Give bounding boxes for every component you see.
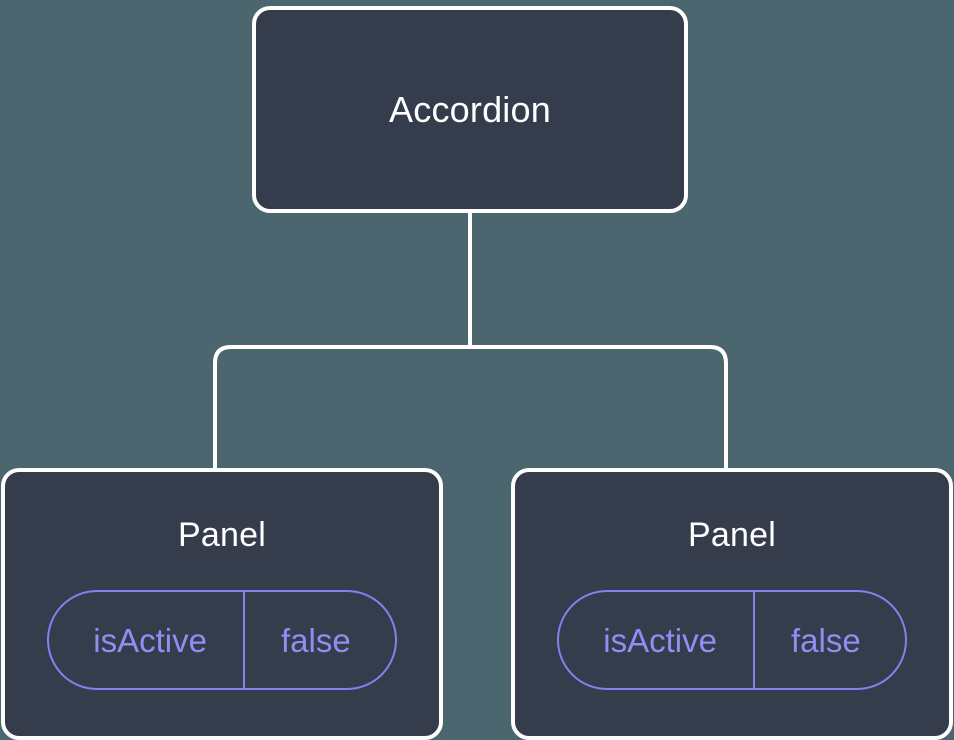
node-panel-1-label: Panel bbox=[178, 516, 266, 554]
node-panel-2-label: Panel bbox=[688, 516, 776, 554]
node-accordion-label: Accordion bbox=[389, 88, 551, 130]
node-panel-2[interactable]: Panel isActive false bbox=[511, 468, 953, 740]
edge-root-to-panel-2 bbox=[470, 345, 728, 470]
state-badge-panel-1[interactable]: isActive false bbox=[47, 590, 397, 690]
node-accordion[interactable]: Accordion bbox=[252, 6, 688, 213]
state-value-panel-1: false bbox=[242, 592, 395, 688]
state-key-panel-1: isActive bbox=[93, 621, 207, 659]
state-key-panel-2: isActive bbox=[603, 621, 717, 659]
edge-root-to-panel-1 bbox=[213, 345, 470, 470]
state-value-panel-2: false bbox=[752, 592, 905, 688]
node-panel-1[interactable]: Panel isActive false bbox=[1, 468, 443, 740]
state-badge-panel-2[interactable]: isActive false bbox=[557, 590, 907, 690]
